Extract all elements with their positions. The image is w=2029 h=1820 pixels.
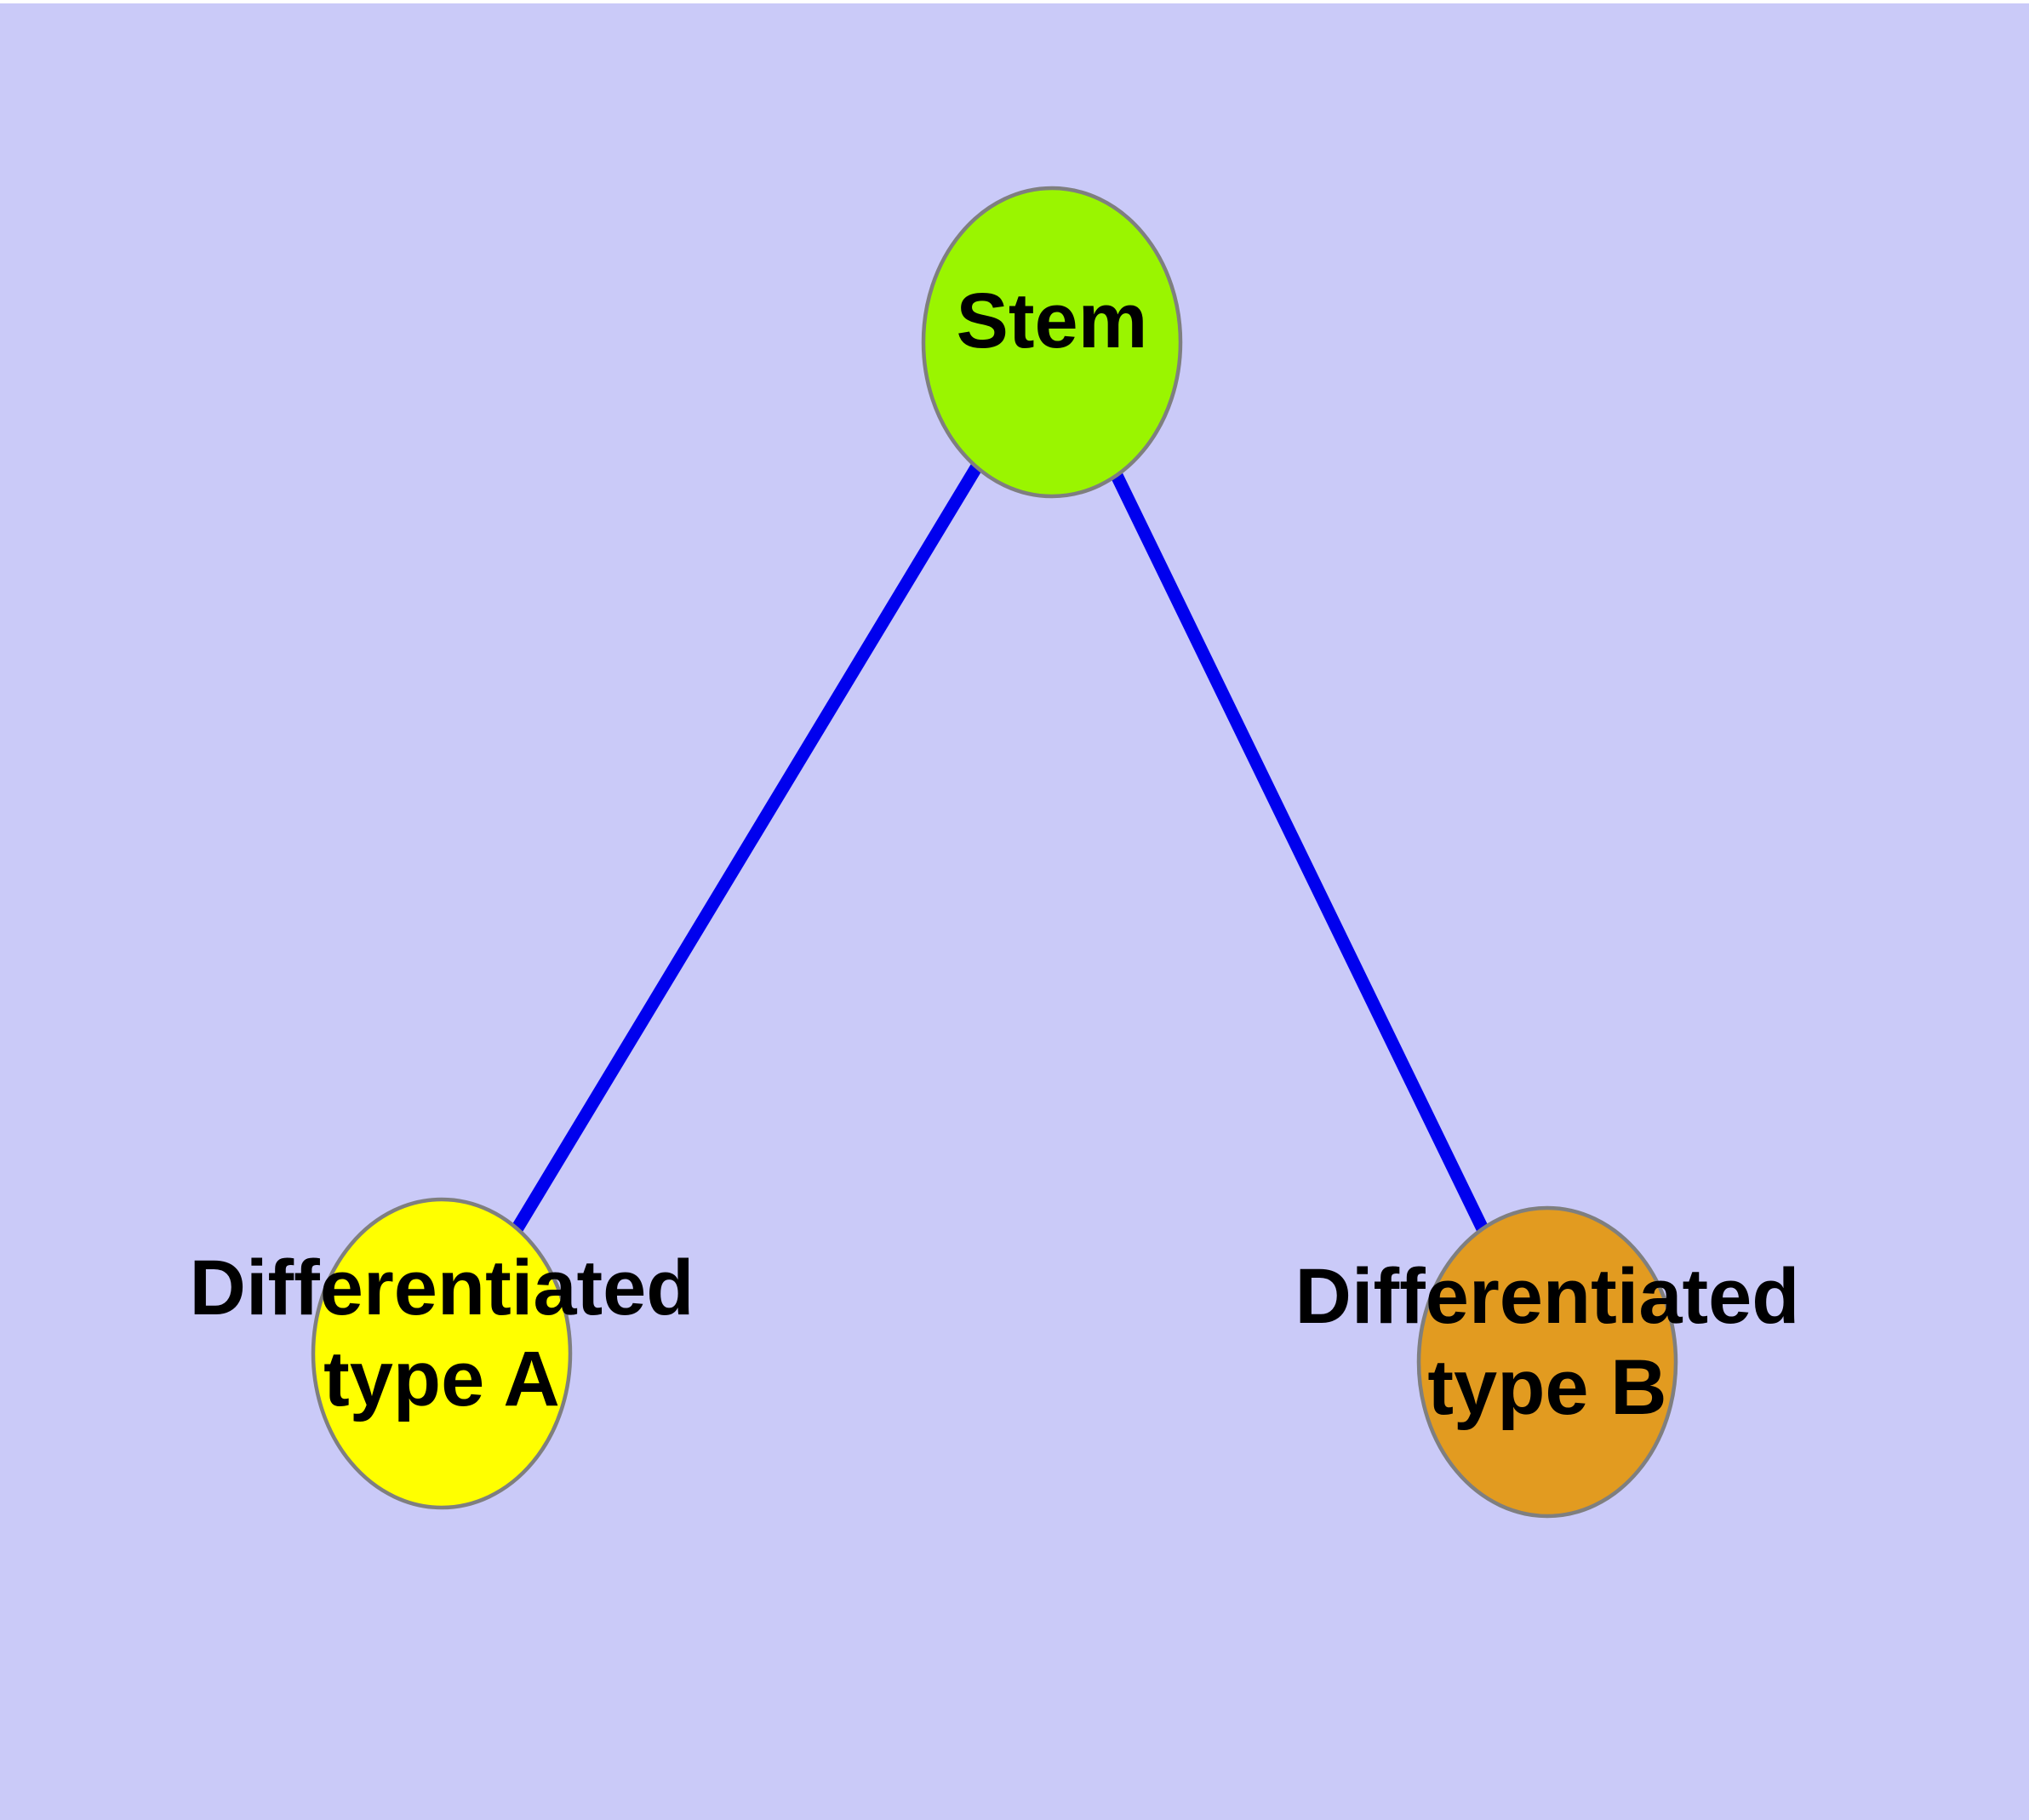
edge-group	[436, 339, 1553, 1365]
node-stem-label: Stem	[957, 278, 1148, 364]
node-type-a-shape[interactable]	[311, 1197, 573, 1510]
edge-stem-to-type-a	[436, 339, 1058, 1357]
node-type-b-label-line1: Differentiated	[1295, 1253, 1800, 1340]
node-type-b-shape[interactable]	[1416, 1205, 1678, 1519]
edge-stem-to-type-b	[1046, 339, 1553, 1365]
node-differentiated-type-a[interactable]: Differentiated type A	[190, 1197, 694, 1510]
node-type-a-label-line2: type A	[323, 1336, 560, 1422]
node-type-b-label-line2: type B	[1427, 1344, 1666, 1431]
node-differentiated-type-b[interactable]: Differentiated type B	[1295, 1205, 1800, 1519]
node-stem-shape[interactable]	[921, 186, 1183, 499]
node-stem[interactable]: Stem	[921, 186, 1183, 499]
node-type-a-label-line1: Differentiated	[190, 1245, 694, 1331]
top-border-strip	[0, 0, 2029, 3]
